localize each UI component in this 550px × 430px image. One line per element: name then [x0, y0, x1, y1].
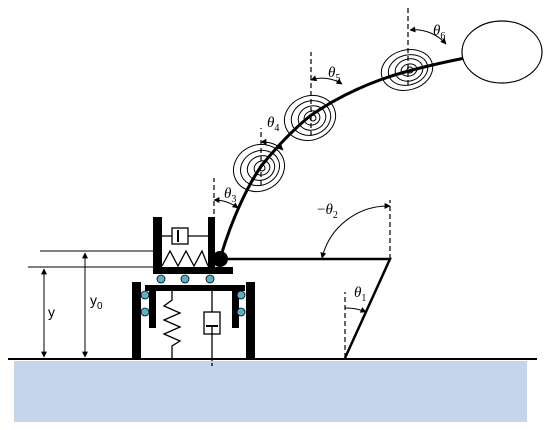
joint-coil-3 — [380, 8, 447, 91]
theta5-label: θ5 — [328, 65, 340, 84]
theta2-label: −θ2 — [317, 202, 338, 221]
theta3-label: θ3 — [224, 186, 236, 205]
theta2-indicator — [320, 200, 391, 259]
ground-block — [14, 361, 527, 422]
theta3-indicator — [213, 178, 239, 254]
y-dimension — [28, 266, 153, 358]
lower-damper — [203, 291, 221, 367]
joint-coil-2 — [283, 52, 343, 142]
bearings — [140, 274, 246, 317]
lower-spring — [162, 291, 182, 358]
theta1-indicator — [344, 292, 367, 358]
y-label: y — [48, 304, 55, 320]
support-arm — [220, 257, 392, 359]
upper-spring — [161, 249, 209, 268]
lower-base-frame — [132, 282, 255, 358]
y0-dimension — [40, 250, 153, 358]
theta4-label: θ4 — [267, 115, 279, 134]
joint-coil-1 — [233, 128, 285, 193]
upper-damper — [162, 227, 208, 245]
upper-carriage — [153, 217, 233, 274]
y0-label: y0 — [90, 292, 103, 312]
theta1-label: θ1 — [354, 285, 366, 304]
theta6-label: θ6 — [433, 23, 445, 42]
flexible-arm — [218, 56, 466, 260]
end-effector — [461, 20, 543, 84]
